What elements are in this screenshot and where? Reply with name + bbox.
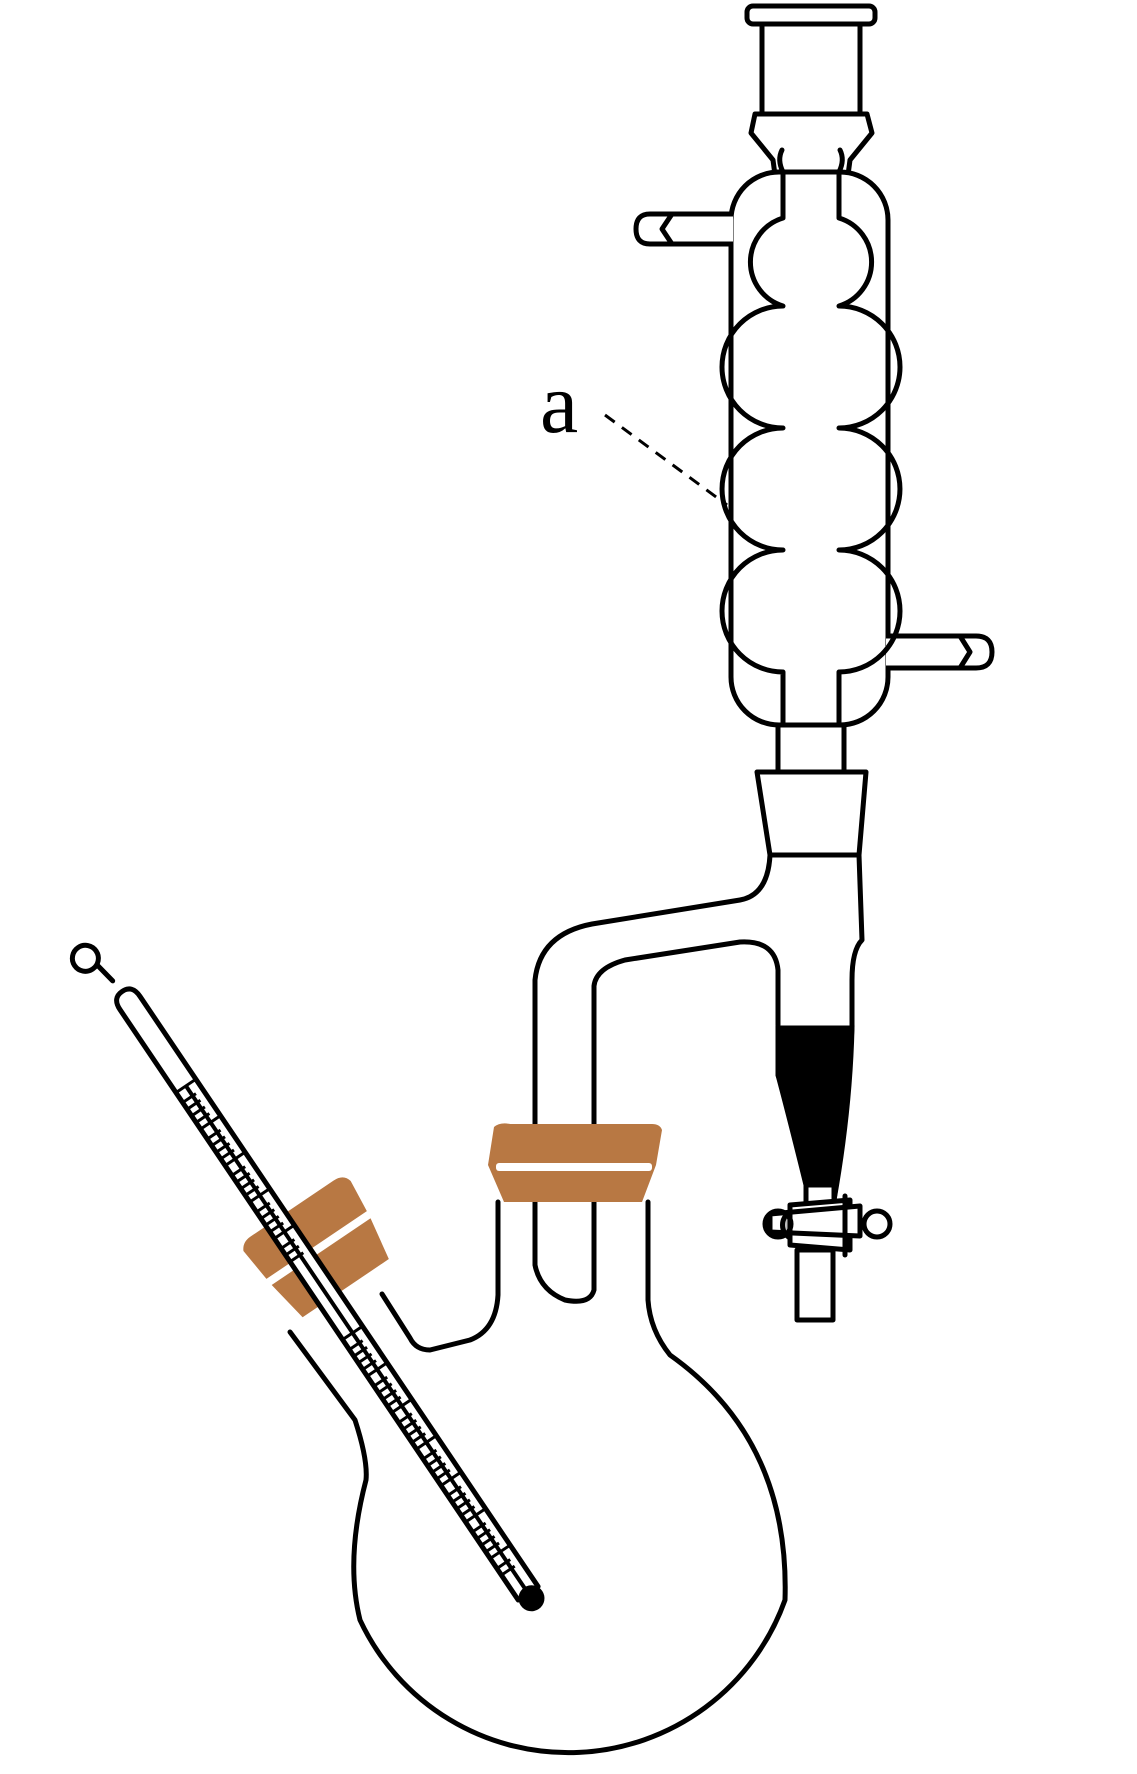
- condenser-drip-tube: [775, 722, 847, 778]
- inner-bulb-tube-right: [836, 169, 903, 728]
- inner-tube-seal-top-r: [836, 147, 845, 175]
- return-tube-in-flask: [532, 1112, 597, 1304]
- label-a: a: [540, 355, 578, 451]
- stopcock-handle-left-ring[interactable]: [762, 1208, 794, 1240]
- separator-receiver-right: [849, 852, 865, 1031]
- water-inlet-tube: [886, 633, 995, 671]
- condenser-top-rim: [744, 3, 878, 27]
- thermometer-ring-stem: [94, 962, 116, 984]
- condenser-jacket: [728, 169, 891, 728]
- label-a-leader: [604, 413, 728, 507]
- thermometer: [69, 942, 545, 1612]
- inner-tube-seal-top: [777, 147, 786, 175]
- bulb-condenser: [633, 3, 995, 778]
- water-outlet-tube: [633, 211, 733, 247]
- condenser-neck: [748, 111, 875, 178]
- center-stopper: [488, 1123, 662, 1202]
- separator-inner-arm: [591, 939, 781, 1118]
- stopcock-handle-right-knob[interactable]: [861, 1208, 893, 1240]
- stopcock-stem-lower: [794, 1247, 836, 1323]
- thermometer-scale: [175, 1077, 516, 1577]
- separator-outer-arm: [532, 852, 773, 1118]
- water-inlet-inner: [957, 633, 973, 671]
- condenser-top-joint: [759, 21, 863, 117]
- flask-body: [379, 1199, 501, 1353]
- water-separator: [532, 769, 893, 1323]
- water-outlet-inner: [659, 211, 675, 247]
- thermometer-ring: [69, 942, 101, 974]
- round-bottom-flask: [287, 1112, 788, 1756]
- label-a-group: a: [540, 355, 728, 507]
- inner-bulb-tube: [719, 169, 786, 728]
- separator-funnel-right: [831, 1025, 855, 1203]
- flask-center-neck-right: [287, 1199, 788, 1756]
- separator-joint: [754, 769, 869, 858]
- center-stopper-cork: [488, 1123, 662, 1202]
- separator-funnel-left: [775, 1072, 809, 1188]
- stopcock-valve[interactable]: [762, 1193, 893, 1258]
- center-stopper-stripe: [496, 1163, 652, 1171]
- thermometer-bulb: [518, 1585, 545, 1612]
